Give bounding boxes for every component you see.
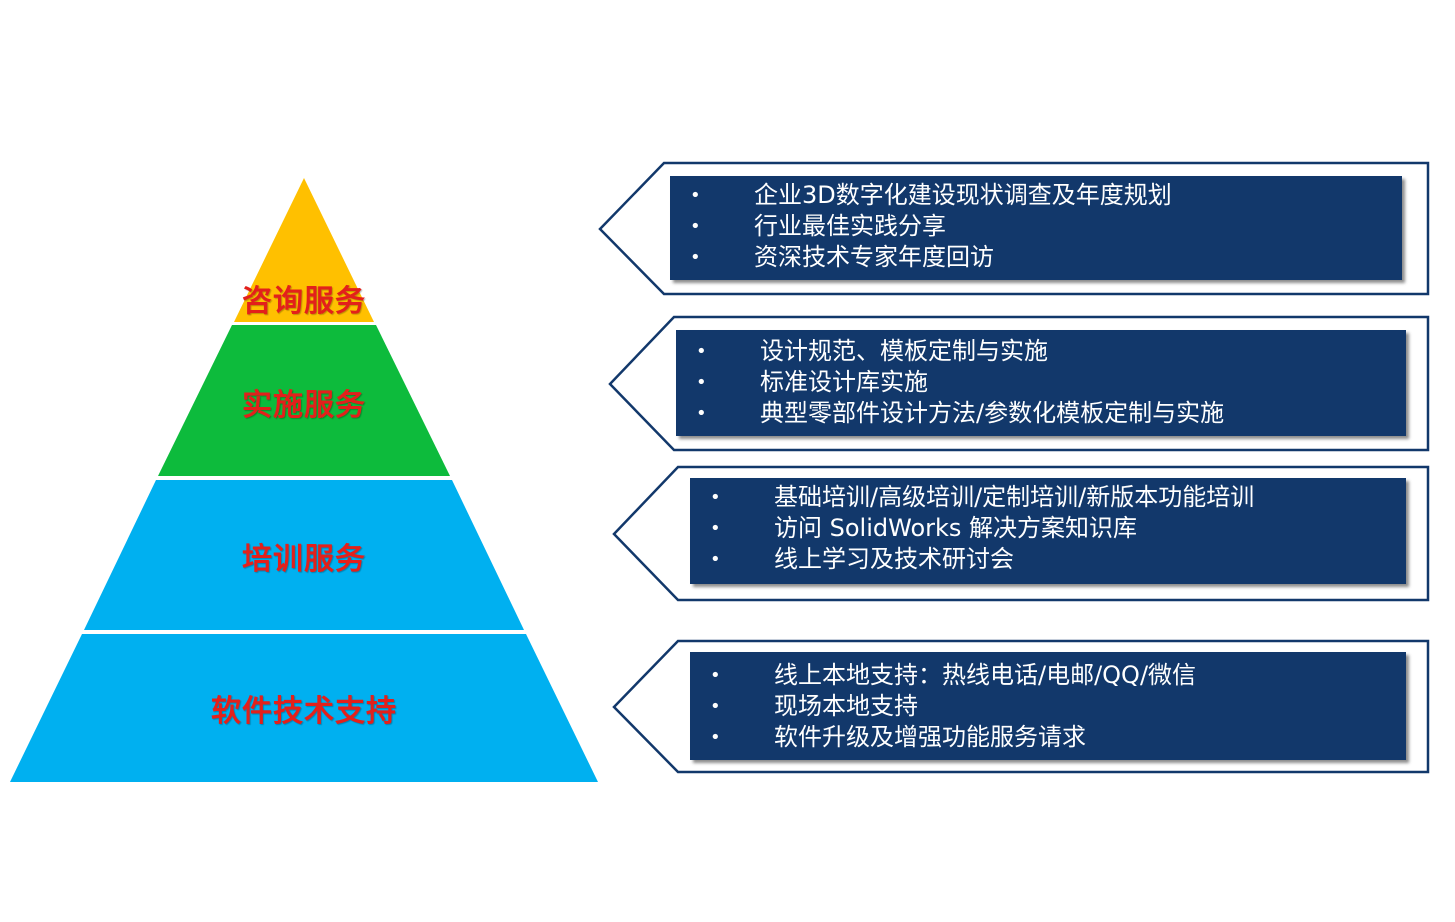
- callout-consulting: •企业3D数字化建设现状调查及年度规划 •行业最佳实践分享 •资深技术专家年度回…: [598, 161, 1430, 296]
- callout-implementation: •设计规范、模板定制与实施 •标准设计库实施 •典型零部件设计方法/参数化模板定…: [608, 315, 1430, 452]
- callout-panel: •线上本地支持：热线电话/电邮/QQ/微信 •现场本地支持 •软件升级及增强功能…: [690, 652, 1406, 760]
- list-item: •资深技术专家年度回访: [690, 243, 994, 271]
- callout-list: •企业3D数字化建设现状调查及年度规划 •行业最佳实践分享 •资深技术专家年度回…: [670, 180, 1402, 273]
- callout-list: •线上本地支持：热线电话/电邮/QQ/微信 •现场本地支持 •软件升级及增强功能…: [690, 660, 1406, 753]
- callout-list: •设计规范、模板定制与实施 •标准设计库实施 •典型零部件设计方法/参数化模板定…: [676, 336, 1406, 429]
- list-item: •设计规范、模板定制与实施: [696, 337, 1048, 365]
- callout-panel: •设计规范、模板定制与实施 •标准设计库实施 •典型零部件设计方法/参数化模板定…: [676, 330, 1406, 436]
- list-item: •线上本地支持：热线电话/电邮/QQ/微信: [710, 661, 1197, 689]
- list-item: •线上学习及技术研讨会: [710, 545, 1014, 573]
- list-item: •现场本地支持: [710, 692, 918, 720]
- callout-training: •基础培训/高级培训/定制培训/新版本功能培训 •访问 SolidWorks 解…: [612, 465, 1430, 602]
- list-item: •基础培训/高级培训/定制培训/新版本功能培训: [710, 483, 1255, 511]
- level-label-consulting: 咨询服务: [242, 284, 366, 319]
- level-label-tech-support: 软件技术支持: [211, 694, 397, 729]
- list-item: •软件升级及增强功能服务请求: [710, 723, 1086, 751]
- callout-panel: •企业3D数字化建设现状调查及年度规划 •行业最佳实践分享 •资深技术专家年度回…: [670, 176, 1402, 280]
- list-item: •行业最佳实践分享: [690, 212, 946, 240]
- pyramid-tier-tech-support: [10, 634, 598, 782]
- pyramid-tier-implementation: [158, 325, 450, 476]
- list-item: •访问 SolidWorks 解决方案知识库: [710, 514, 1138, 542]
- list-item: •企业3D数字化建设现状调查及年度规划: [690, 181, 1172, 209]
- level-label-training: 培训服务: [242, 542, 366, 577]
- callout-panel: •基础培训/高级培训/定制培训/新版本功能培训 •访问 SolidWorks 解…: [690, 478, 1406, 584]
- pyramid-tier-training: [84, 480, 524, 630]
- callout-tech-support: •线上本地支持：热线电话/电邮/QQ/微信 •现场本地支持 •软件升级及增强功能…: [612, 639, 1430, 774]
- level-label-implementation: 实施服务: [242, 388, 366, 423]
- list-item: •典型零部件设计方法/参数化模板定制与实施: [696, 399, 1225, 427]
- callout-list: •基础培训/高级培训/定制培训/新版本功能培训 •访问 SolidWorks 解…: [690, 482, 1406, 575]
- pyramid-tier-consulting: [234, 178, 374, 322]
- list-item: •标准设计库实施: [696, 368, 928, 396]
